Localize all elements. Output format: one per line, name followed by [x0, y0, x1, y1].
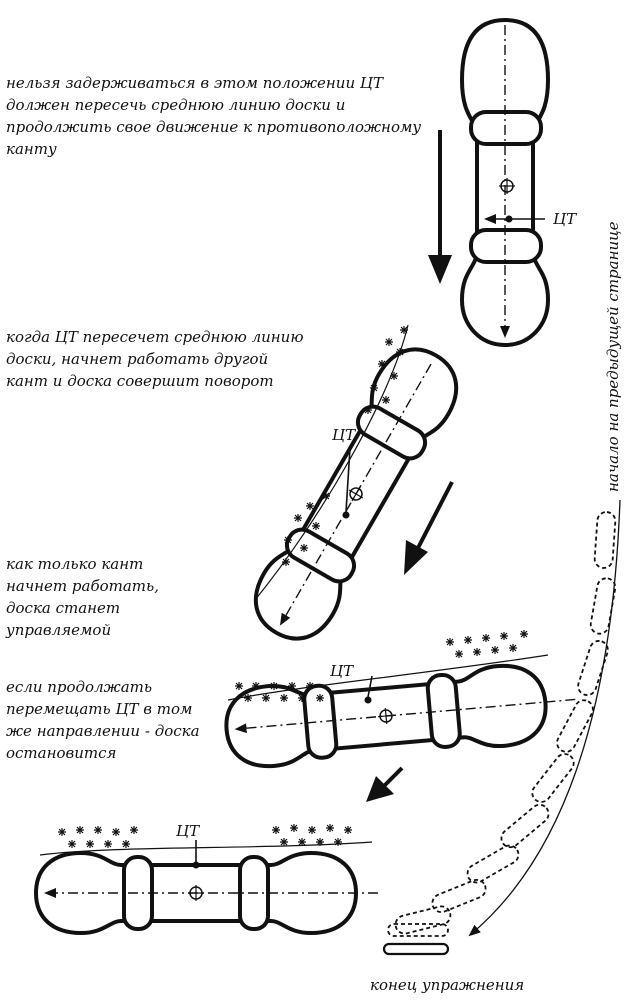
board-1-binding-top — [469, 110, 543, 146]
board-3-binding-right — [425, 672, 462, 749]
board-3-cg-dot — [364, 696, 372, 704]
board-3 — [224, 663, 576, 769]
caption-stop-warning: нельзя задерживаться в этом положении ЦТ… — [6, 74, 422, 158]
board-4-snow-spray — [58, 824, 352, 848]
direction-arrow-3-head — [366, 776, 394, 802]
board-2 — [253, 347, 459, 641]
direction-arrow-2 — [416, 481, 454, 549]
board-4 — [33, 850, 378, 936]
track-dashed-boards — [387, 511, 617, 937]
board-3-center-mark — [377, 707, 395, 725]
board-1-cg-label: ЦТ — [553, 210, 577, 228]
end-label: конец упражнения — [370, 976, 524, 994]
direction-arrow-1-head — [428, 255, 452, 284]
board-2-center-mark — [348, 486, 364, 502]
board-2-cg-leader — [345, 447, 351, 513]
board-2-snow-spray-top — [364, 326, 408, 414]
start-label: начало на предыдущей странице — [604, 221, 622, 492]
board-4-center-mark — [188, 885, 204, 901]
board-2-cg-dot — [342, 511, 350, 519]
board-3-carve-line — [227, 654, 549, 701]
board-1: ЦТ — [459, 17, 577, 348]
board-4-cg-label: ЦТ — [176, 822, 200, 840]
end-board — [382, 942, 450, 956]
board-1-center-mark — [499, 178, 515, 194]
board-3-cg-label: ЦТ — [330, 662, 354, 680]
board-2-snow-spray-bottom — [282, 492, 330, 566]
direction-arrow-2-head — [404, 540, 428, 575]
board-3-cg-leader — [367, 675, 373, 698]
board-4-cg-dot — [192, 861, 200, 869]
board-4-carve-line — [39, 841, 373, 856]
board-1-binding-bottom — [469, 228, 543, 264]
trajectory-curve — [468, 499, 621, 937]
direction-arrow-3 — [382, 766, 404, 788]
board-2-cg-label: ЦТ — [332, 426, 356, 444]
board-3-snow-spray — [235, 630, 528, 702]
caption-board-stops: если продолжать перемещать ЦТ в том же н… — [6, 678, 200, 762]
caption-board-controllable: как только кант начнет работать, доска с… — [6, 555, 159, 639]
caption-edge-change: когда ЦТ пересечет среднюю линию доски, … — [6, 328, 304, 390]
